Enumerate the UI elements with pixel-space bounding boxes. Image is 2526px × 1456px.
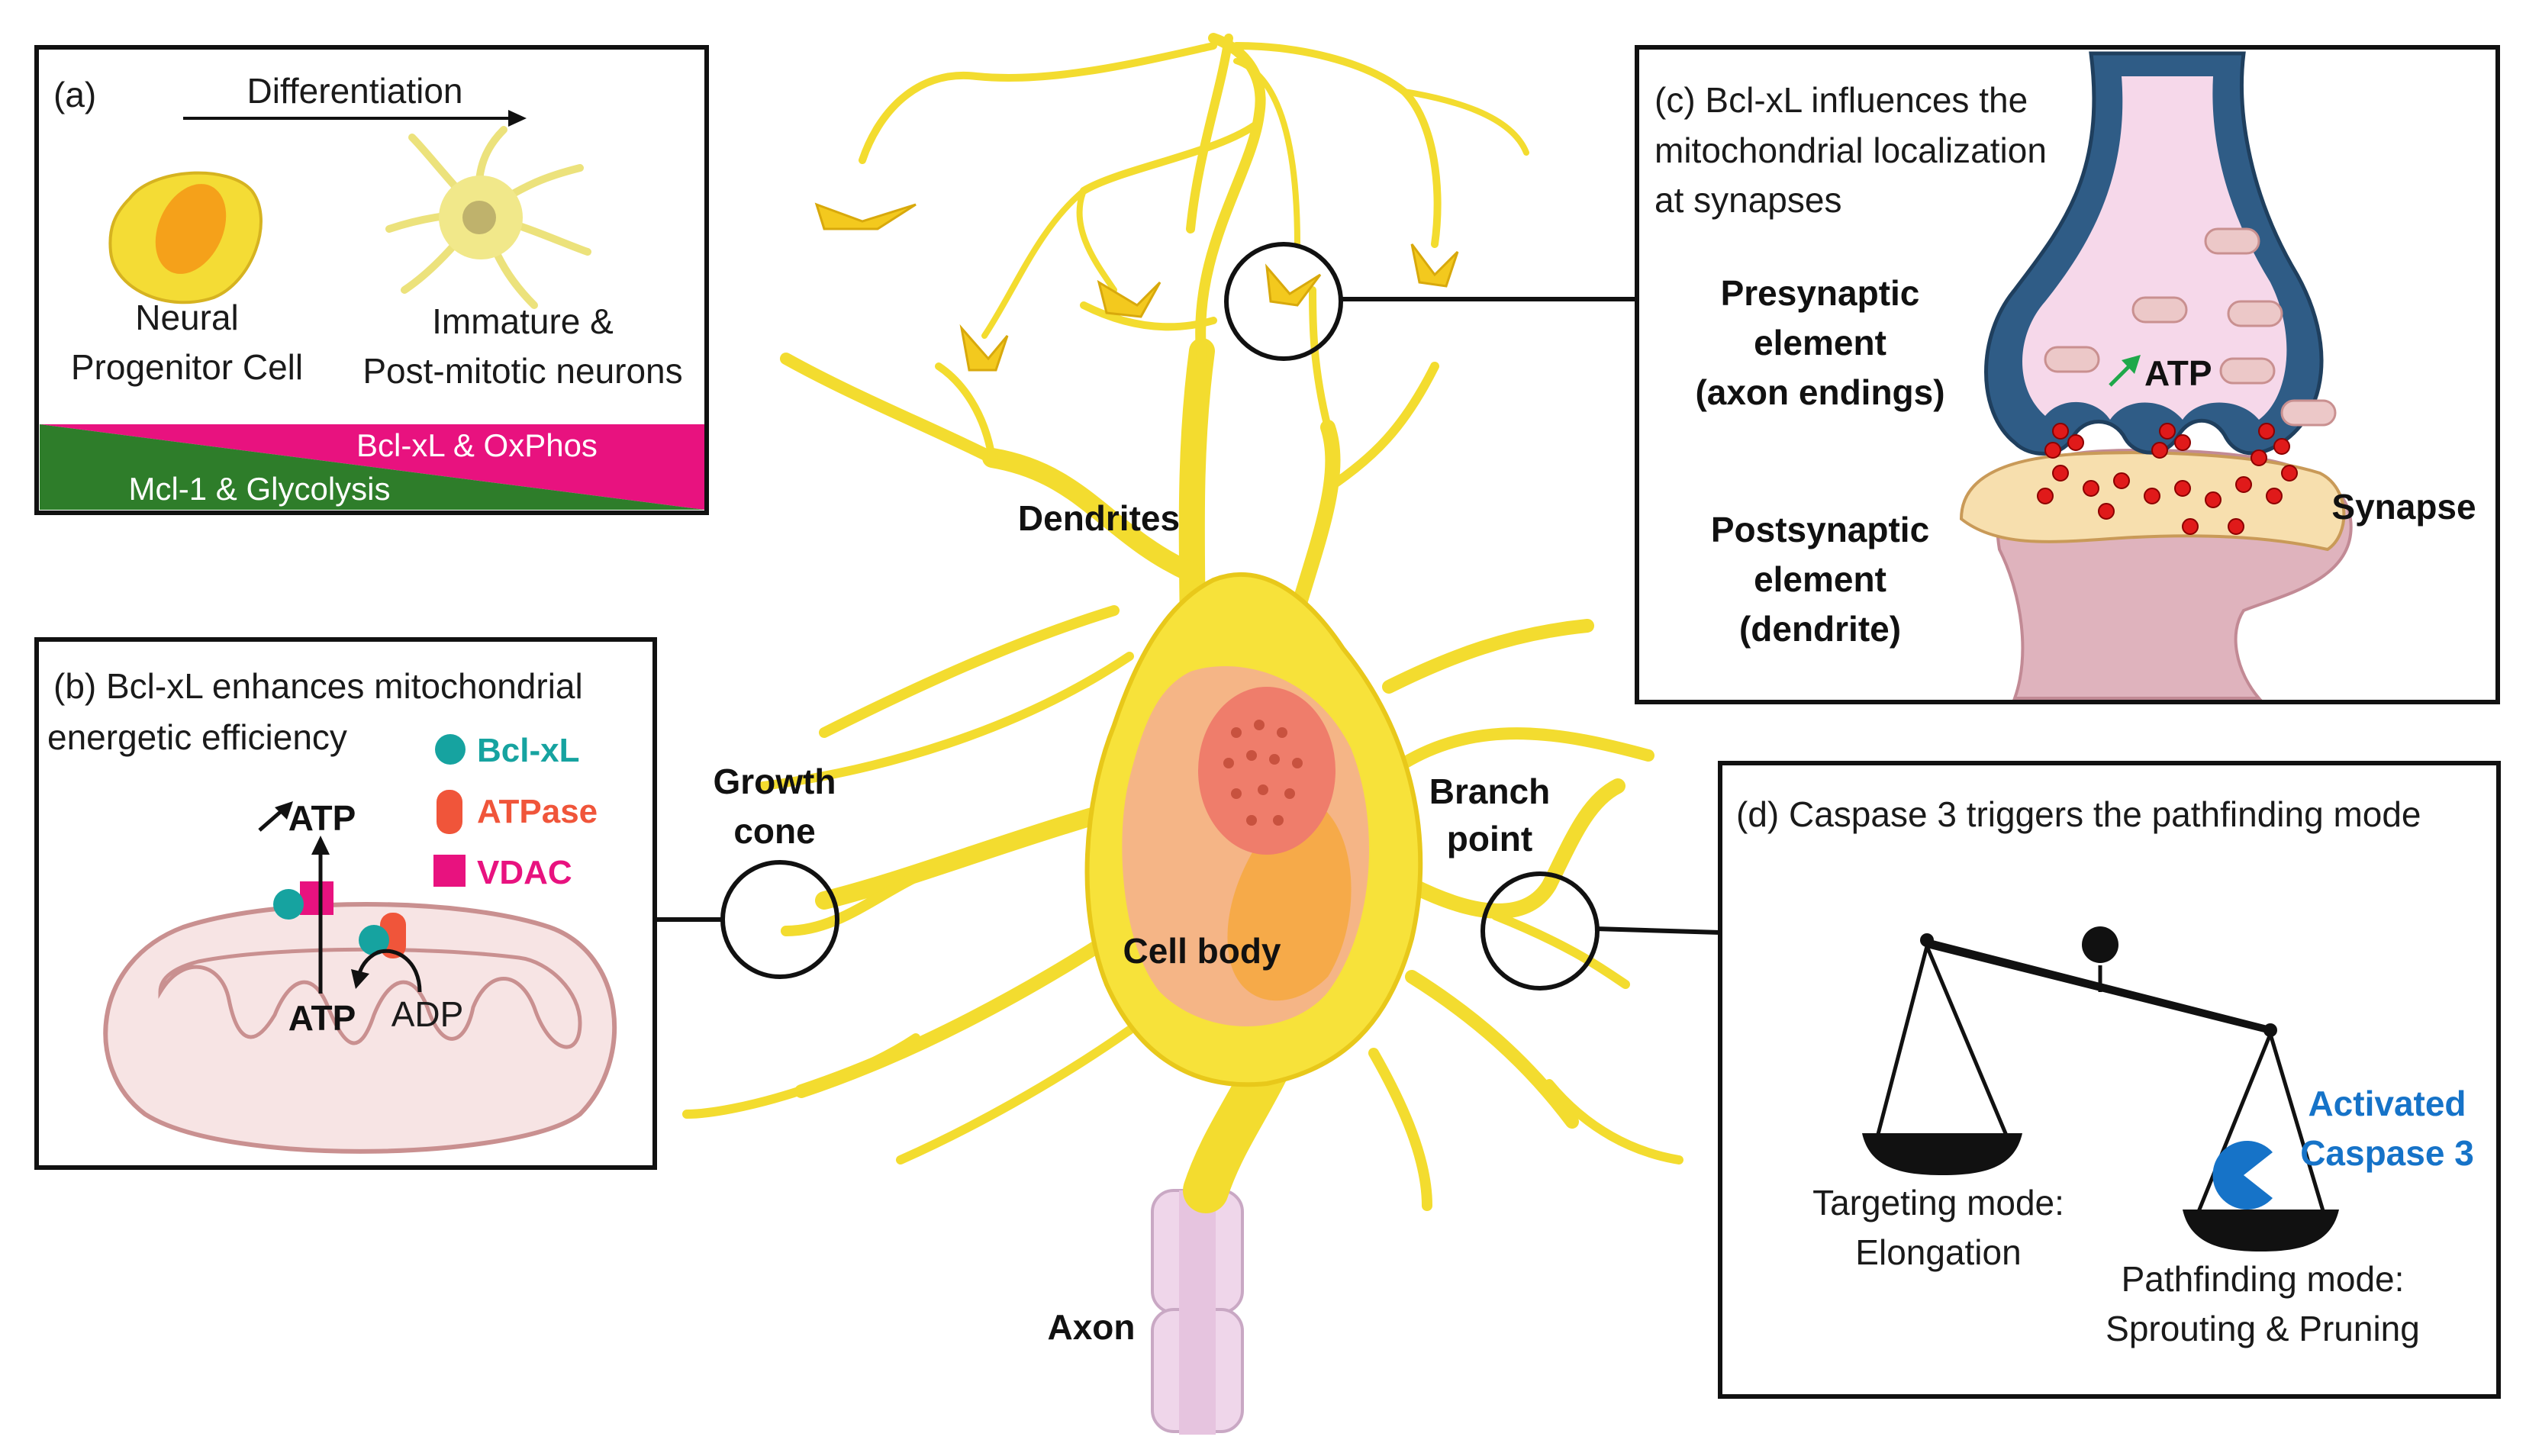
panel-d-title: (d) Caspase 3 triggers the pathfinding m… [1736,794,2421,834]
atp-bottom-label: ATP [288,998,356,1038]
panel-b: (b) Bcl-xL enhances mitochondrial energe… [34,637,657,1170]
adp-label: ADP [391,994,464,1034]
panel-c-title-3: at synapses [1654,180,1841,220]
vdac-channel-icon [300,881,333,915]
panel-d: (d) Caspase 3 triggers the pathfinding m… [1718,761,2501,1399]
label-branch-2: point [1447,819,1532,858]
arrow-diagonal-icon [275,801,293,820]
legend-atpase: ATPase [477,793,598,830]
legend-bcl-xl: Bcl-xL [477,732,579,769]
balance-scale-icon [1862,926,2339,1251]
mcl-glycolysis-label: Mcl-1 & Glycolysis [128,471,390,507]
arrow-curve-head-icon [351,969,369,989]
bcl-xl-atpase-icon [359,925,389,955]
label-branch-1: Branch [1429,771,1550,811]
connector-d [1594,926,1721,935]
axon [1151,1189,1244,1435]
activated-label-2: Caspase 3 [2300,1133,2474,1173]
caspase-3-pacman-icon [2212,1140,2273,1210]
connector-lines [655,297,1721,935]
green-arrow-head-icon [2122,355,2141,374]
pathfinding-mode-label-1: Pathfinding mode: [2122,1259,2405,1299]
label-cell-body: Cell body [1123,931,1281,971]
mitochondria-icons [2044,227,2337,427]
presynaptic-label-2: element [1754,323,1886,362]
arrow-head-icon [508,110,527,127]
synapse-label: Synapse [2331,487,2476,527]
neuron-illustration: Dendrites Growth cone Branch point Cell … [682,33,1683,1435]
neurotransmitter-vesicles [2037,423,2298,535]
pathfinding-mode-label-2: Sprouting & Pruning [2106,1309,2420,1348]
arrow-up-icon [311,836,330,855]
zoom-circle-branch-point [1480,871,1600,991]
postsynaptic-label-1: Postsynaptic [1711,510,1929,549]
mcl-glycolysis-wedge [40,424,704,510]
dendrite-branches [682,33,1683,1213]
immature-label-1: Immature & [432,301,614,341]
mitochondrion-icon [103,902,617,1154]
bcl-oxphos-label: Bcl-xL & OxPhos [356,427,598,463]
legend-vdac: VDAC [477,854,572,891]
atpase-icon [437,790,462,834]
immature-neuron-icon [385,126,591,309]
dendrite-tips [814,202,1459,372]
panel-b-title-1: (b) Bcl-xL enhances mitochondrial [53,666,583,706]
targeting-mode-label-1: Targeting mode: [1812,1183,2064,1222]
atp-top-label: ATP [288,798,356,838]
label-dendrites: Dendrites [1018,498,1180,538]
magenta-square-icon [433,855,466,887]
immature-label-2: Post-mitotic neurons [362,351,682,391]
label-axon: Axon [1048,1307,1136,1347]
zoom-circle-dendrite-tip [1224,242,1343,361]
panel-a: (a) Differentiation Neural Progenitor Ce… [34,45,709,515]
bcl-xl-vdac-icon [273,889,304,920]
panel-c-title-2: mitochondrial localization [1654,130,2047,170]
synapse-atp-label: ATP [2144,353,2212,393]
panel-c-title-1: (c) Bcl-xL influences the [1654,80,2028,120]
differentiation-label: Differentiation [247,71,463,111]
activated-label-1: Activated [2308,1084,2466,1123]
adp-curve-arrow [356,949,422,993]
progenitor-label-2: Progenitor Cell [71,347,303,387]
presynaptic-label-3: (axon endings) [1695,372,1944,412]
nucleus [1198,687,1335,855]
zoom-circle-growth-cone [720,860,839,979]
panel-a-label: (a) [53,75,96,114]
nucleus-dots [1223,720,1303,826]
neural-progenitor-cell-icon [108,171,263,304]
postsynaptic-label-2: element [1754,559,1886,599]
targeting-mode-label-2: Elongation [1855,1232,2021,1272]
postsynaptic-label-3: (dendrite) [1739,609,1901,649]
label-growth-1: Growth [714,762,836,801]
presynaptic-label-1: Presynaptic [1721,273,1920,313]
teal-circle-icon [435,734,466,765]
panel-b-title-2: energetic efficiency [47,717,347,757]
panel-c: (c) Bcl-xL influences the mitochondrial … [1635,45,2500,704]
label-growth-2: cone [733,811,815,851]
panel-d-frame [1718,761,2501,1399]
progenitor-label-1: Neural [135,298,239,337]
